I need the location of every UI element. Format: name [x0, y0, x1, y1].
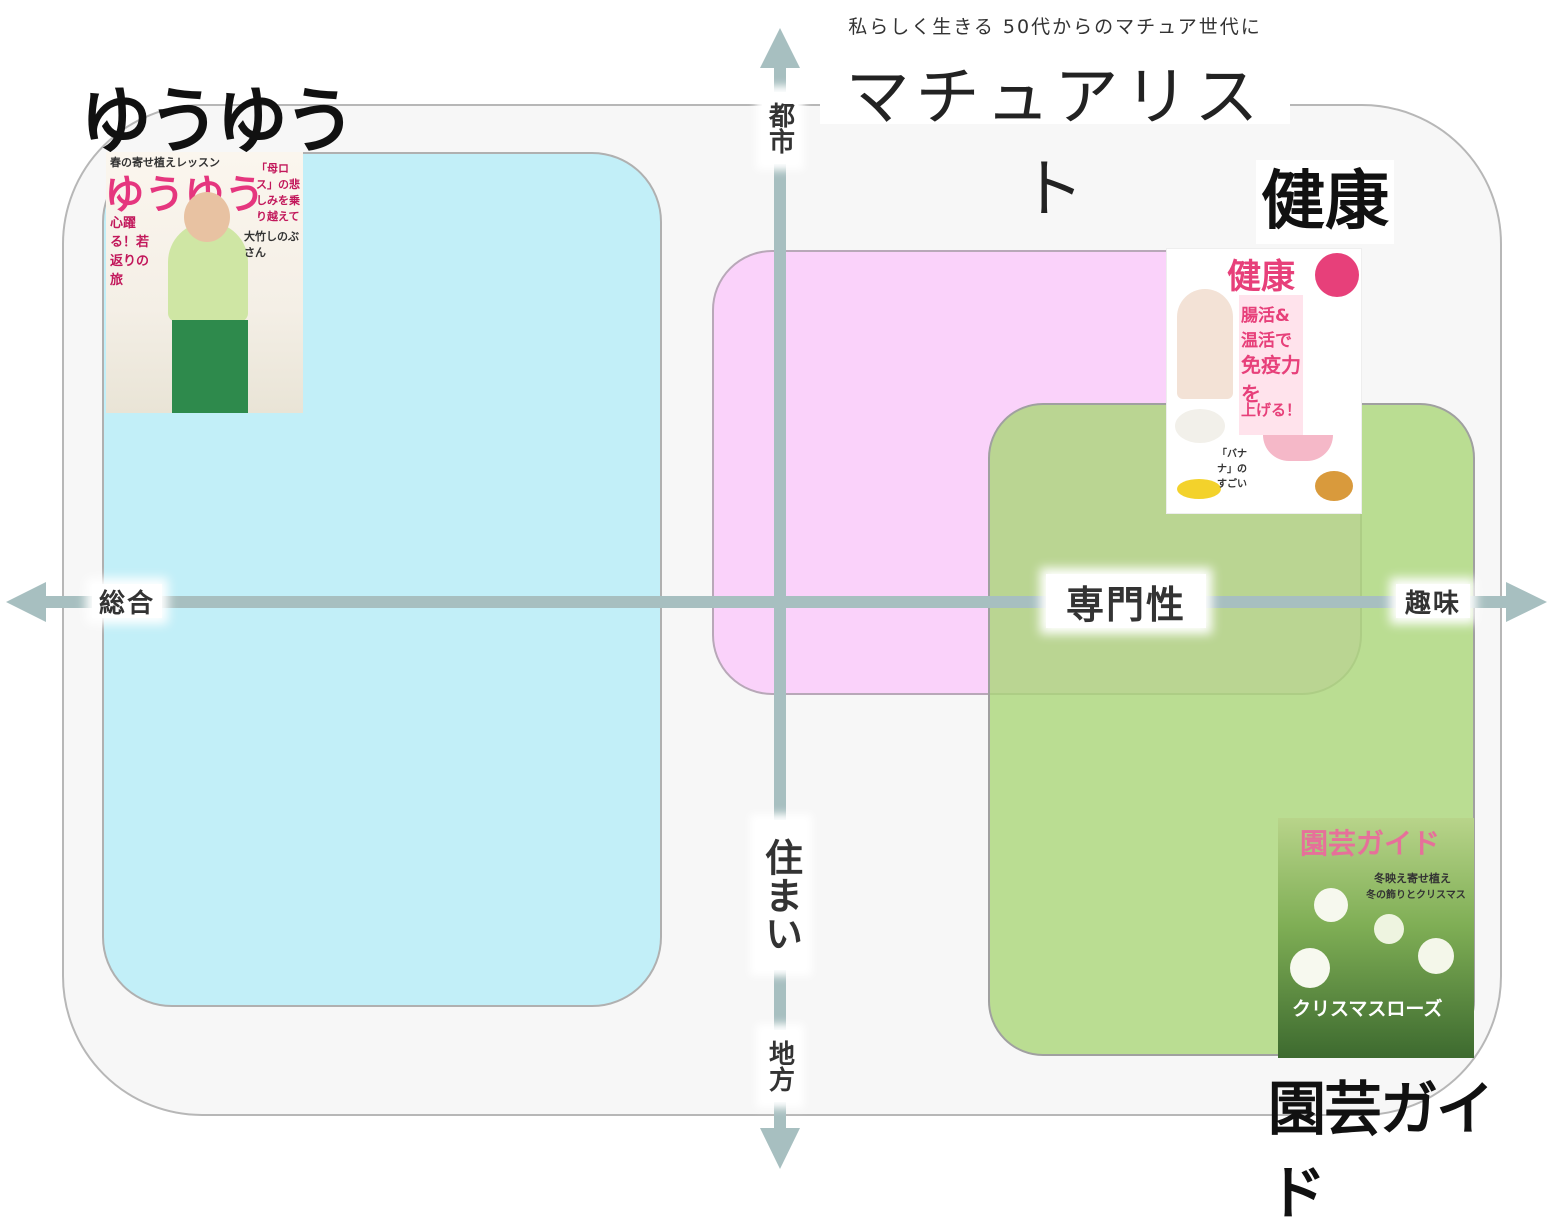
- engei-cover-line-3: クリスマスローズ: [1292, 998, 1443, 1020]
- cover-person-skirt: [172, 320, 248, 413]
- cover-bowl: [1175, 409, 1225, 443]
- kenko-logo: 健康: [1256, 160, 1394, 244]
- yuyu-cover-image: 春の寄せ植えレッスン ゆうゆう 心躍る！若返りの旅 「母ロス」の悲しみを乗り越え…: [106, 152, 303, 413]
- cover-banana: [1177, 479, 1221, 499]
- yuyu-cover-line-3: 大竹しのぶさん: [244, 230, 299, 259]
- cover-flower-4: [1290, 948, 1330, 988]
- cover-flower-2: [1374, 914, 1404, 944]
- axis-label-specialty: 専門性: [1046, 574, 1206, 628]
- cover-flower-3: [1418, 938, 1454, 974]
- cover-bathtub: [1263, 435, 1333, 461]
- cover-flower-1: [1314, 888, 1348, 922]
- yuyu-cover-line-2: 「母ロス」の悲しみを乗り越えて: [256, 162, 300, 223]
- kenko-cover-line-3: 上げる！: [1241, 401, 1302, 419]
- maturalist-logo: マチュアリスト: [845, 61, 1265, 227]
- cover-headline-box: [1239, 295, 1303, 435]
- kenko-cover-line-4: 「バナナ」のすごい: [1217, 449, 1247, 490]
- vertical-axis-line: [774, 64, 786, 1134]
- engei-cover-image: 園芸ガイド 冬映え寄せ植え 冬の飾りとクリスマス クリスマスローズ: [1278, 818, 1474, 1058]
- left-arrow-icon: [6, 582, 46, 622]
- yuyu-cover-line-1: 春の寄せ植えレッスン: [110, 156, 220, 169]
- yuyu-cover-line-4: 心躍る！若返りの旅: [110, 216, 150, 288]
- axis-label-general: 総合: [92, 584, 162, 619]
- kenko-cover-masthead: 健康: [1227, 257, 1295, 297]
- engei-cover-line-1: 冬映え寄せ植え: [1374, 872, 1451, 885]
- engei-cover-masthead: 園芸ガイド: [1300, 827, 1441, 860]
- axis-label-hobby: 趣味: [1396, 584, 1470, 619]
- maturalist-tagline: 私らしく生きる 50代からのマチュア世代に: [848, 16, 1262, 38]
- right-arrow-icon: [1506, 582, 1547, 622]
- up-arrow-icon: [760, 28, 800, 68]
- maturalist-header: 私らしく生きる 50代からのマチュア世代に マチュアリスト: [820, 4, 1290, 227]
- cover-doctor-figure: [1177, 289, 1233, 399]
- axis-label-urban: 都市: [762, 92, 798, 164]
- engei-logo: 園芸ガイド: [1268, 1075, 1494, 1227]
- kenko-cover-line-2: 免疫力を: [1241, 353, 1301, 406]
- cover-food-dish: [1315, 471, 1353, 501]
- down-arrow-icon: [760, 1128, 800, 1169]
- cover-badge: [1315, 253, 1359, 297]
- kenko-cover-image: 健康 腸活&温活で 免疫力を 上げる！ 「バナナ」のすごい: [1166, 248, 1362, 514]
- axis-label-rural: 地方: [762, 1030, 798, 1102]
- engei-cover-line-2: 冬の飾りとクリスマス: [1366, 890, 1466, 901]
- kenko-cover-line-1: 腸活&温活で: [1241, 306, 1292, 351]
- cover-person-face: [184, 192, 230, 242]
- yuyu-logo: ゆうゆう: [80, 79, 356, 163]
- axis-label-housing: 住まい: [756, 820, 806, 970]
- horizontal-axis-line: [40, 596, 1506, 608]
